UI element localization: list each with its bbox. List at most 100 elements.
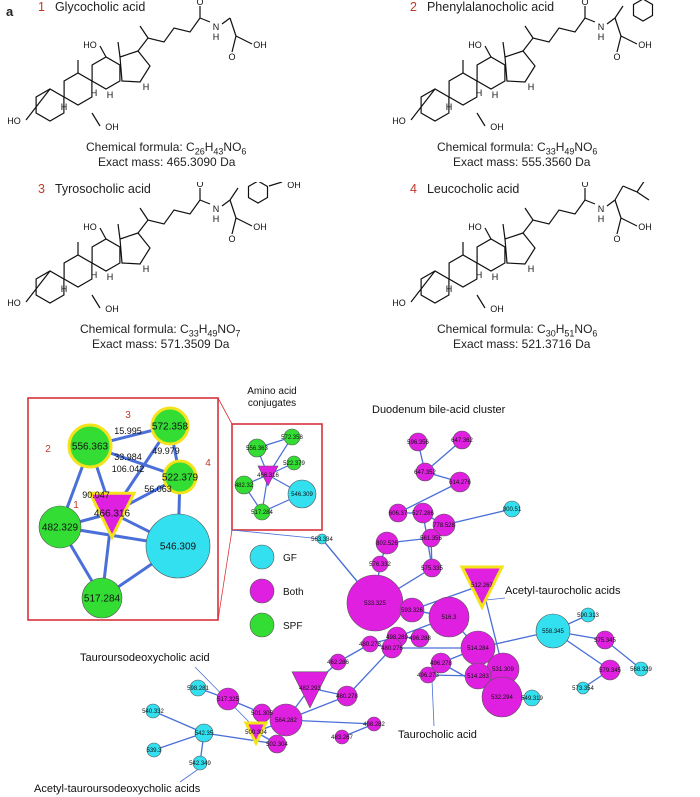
- network-node: [249, 578, 275, 604]
- bond: [448, 254, 478, 288]
- h-label: H: [446, 102, 453, 112]
- network-node: [283, 428, 301, 446]
- network-node: [381, 637, 403, 659]
- node-label: 496.278: [430, 661, 452, 667]
- o-label: O: [613, 52, 620, 62]
- node-label: 466.316: [94, 509, 131, 520]
- inset-box: [27, 397, 219, 621]
- network-node: [576, 681, 590, 695]
- formula-prefix: Chemical formula:: [437, 322, 538, 336]
- formula-text: Chemical formula: C33H49NO7: [80, 322, 240, 338]
- node-label: 568.329: [630, 667, 652, 673]
- network-edge: [485, 597, 506, 601]
- node-label: 482.293: [299, 686, 321, 692]
- formula-text: Chemical formula: C33H49NO6: [437, 140, 597, 156]
- node-label: 614.276: [449, 480, 471, 486]
- node-label: 501.305: [251, 711, 273, 717]
- network-edge: [397, 481, 461, 514]
- bond: [117, 41, 121, 58]
- node-label: 573.354: [572, 686, 594, 692]
- bond: [137, 17, 201, 52]
- legend-label: GF: [283, 553, 297, 564]
- small-box-title: conjugates: [248, 398, 296, 409]
- ho-label: HO: [7, 298, 21, 308]
- exact-mass: Exact mass: 555.3560 Da: [453, 155, 591, 169]
- oh-label: OH: [638, 222, 652, 232]
- node-label: 576.332: [369, 562, 391, 568]
- network-node: [452, 430, 472, 450]
- formula-prefix: Chemical formula:: [80, 322, 181, 336]
- bond: [614, 185, 624, 201]
- bond: [35, 270, 65, 304]
- edge-label: 15.995: [114, 426, 142, 436]
- oh-label: OH: [105, 122, 119, 132]
- bond: [584, 199, 596, 205]
- network-node: [291, 671, 329, 709]
- network-node: [243, 721, 269, 747]
- node-label: 482.32: [235, 483, 254, 489]
- node-label: 593.326: [401, 608, 423, 614]
- network-node: [595, 630, 615, 650]
- network-node: [422, 558, 442, 578]
- compound-number: 2: [410, 0, 417, 14]
- network-nodes: [38, 406, 649, 771]
- bond: [522, 199, 586, 234]
- node-label: 522.379: [162, 473, 199, 484]
- oh-label: OH: [490, 122, 504, 132]
- ho-label: HO: [392, 298, 406, 308]
- edge-label: 33.984: [114, 452, 142, 462]
- bond: [231, 217, 237, 235]
- bond: [504, 232, 536, 265]
- h-label: H: [476, 270, 483, 280]
- network-edge: [443, 508, 513, 526]
- network-node: [67, 423, 113, 469]
- node-label: 533.325: [364, 601, 386, 607]
- network-node: [249, 544, 275, 570]
- bond: [410, 270, 436, 303]
- network-node: [371, 555, 389, 573]
- bond: [524, 207, 534, 221]
- network-edge: [346, 647, 393, 697]
- bond: [91, 238, 121, 272]
- bond: [614, 5, 624, 19]
- ho-label: HO: [83, 222, 97, 232]
- network-node: [412, 502, 434, 524]
- network-node: [449, 471, 471, 493]
- ho-label: HO: [83, 40, 97, 50]
- compound-number-marker: 2: [45, 444, 51, 455]
- node-label: 496.288: [409, 636, 431, 642]
- bond: [139, 207, 149, 221]
- compound-name: Glycocholic acid: [54, 0, 146, 14]
- h-label: H: [476, 88, 483, 98]
- bond: [632, 0, 654, 22]
- network-node: [399, 597, 425, 623]
- bond: [221, 199, 231, 207]
- node-label: 572.358: [281, 435, 303, 441]
- bond: [229, 187, 239, 201]
- node-label: 498.282: [363, 722, 385, 728]
- network-node: [287, 479, 317, 509]
- network-node: [523, 689, 541, 707]
- edge-label: 56.063: [144, 484, 172, 494]
- bond: [91, 56, 121, 90]
- h-label: H: [598, 32, 605, 42]
- bond: [137, 199, 201, 234]
- network-node: [257, 465, 279, 487]
- network-node: [464, 662, 492, 690]
- node-label: 575.345: [594, 638, 616, 644]
- bond: [410, 88, 436, 121]
- network-labels: 466.316556.363572.358522.379482.329546.3…: [34, 386, 653, 795]
- o-label: O: [581, 182, 588, 189]
- formula-text: Chemical formula: C26H43NO6: [86, 140, 246, 156]
- network-node: [428, 596, 470, 638]
- bond: [235, 217, 253, 227]
- h-label: H: [598, 214, 605, 224]
- h-label: H: [61, 284, 68, 294]
- node-label: 522.379: [283, 461, 305, 467]
- bond: [620, 35, 638, 45]
- bond: [616, 35, 622, 53]
- node-label: 480.278: [359, 642, 381, 648]
